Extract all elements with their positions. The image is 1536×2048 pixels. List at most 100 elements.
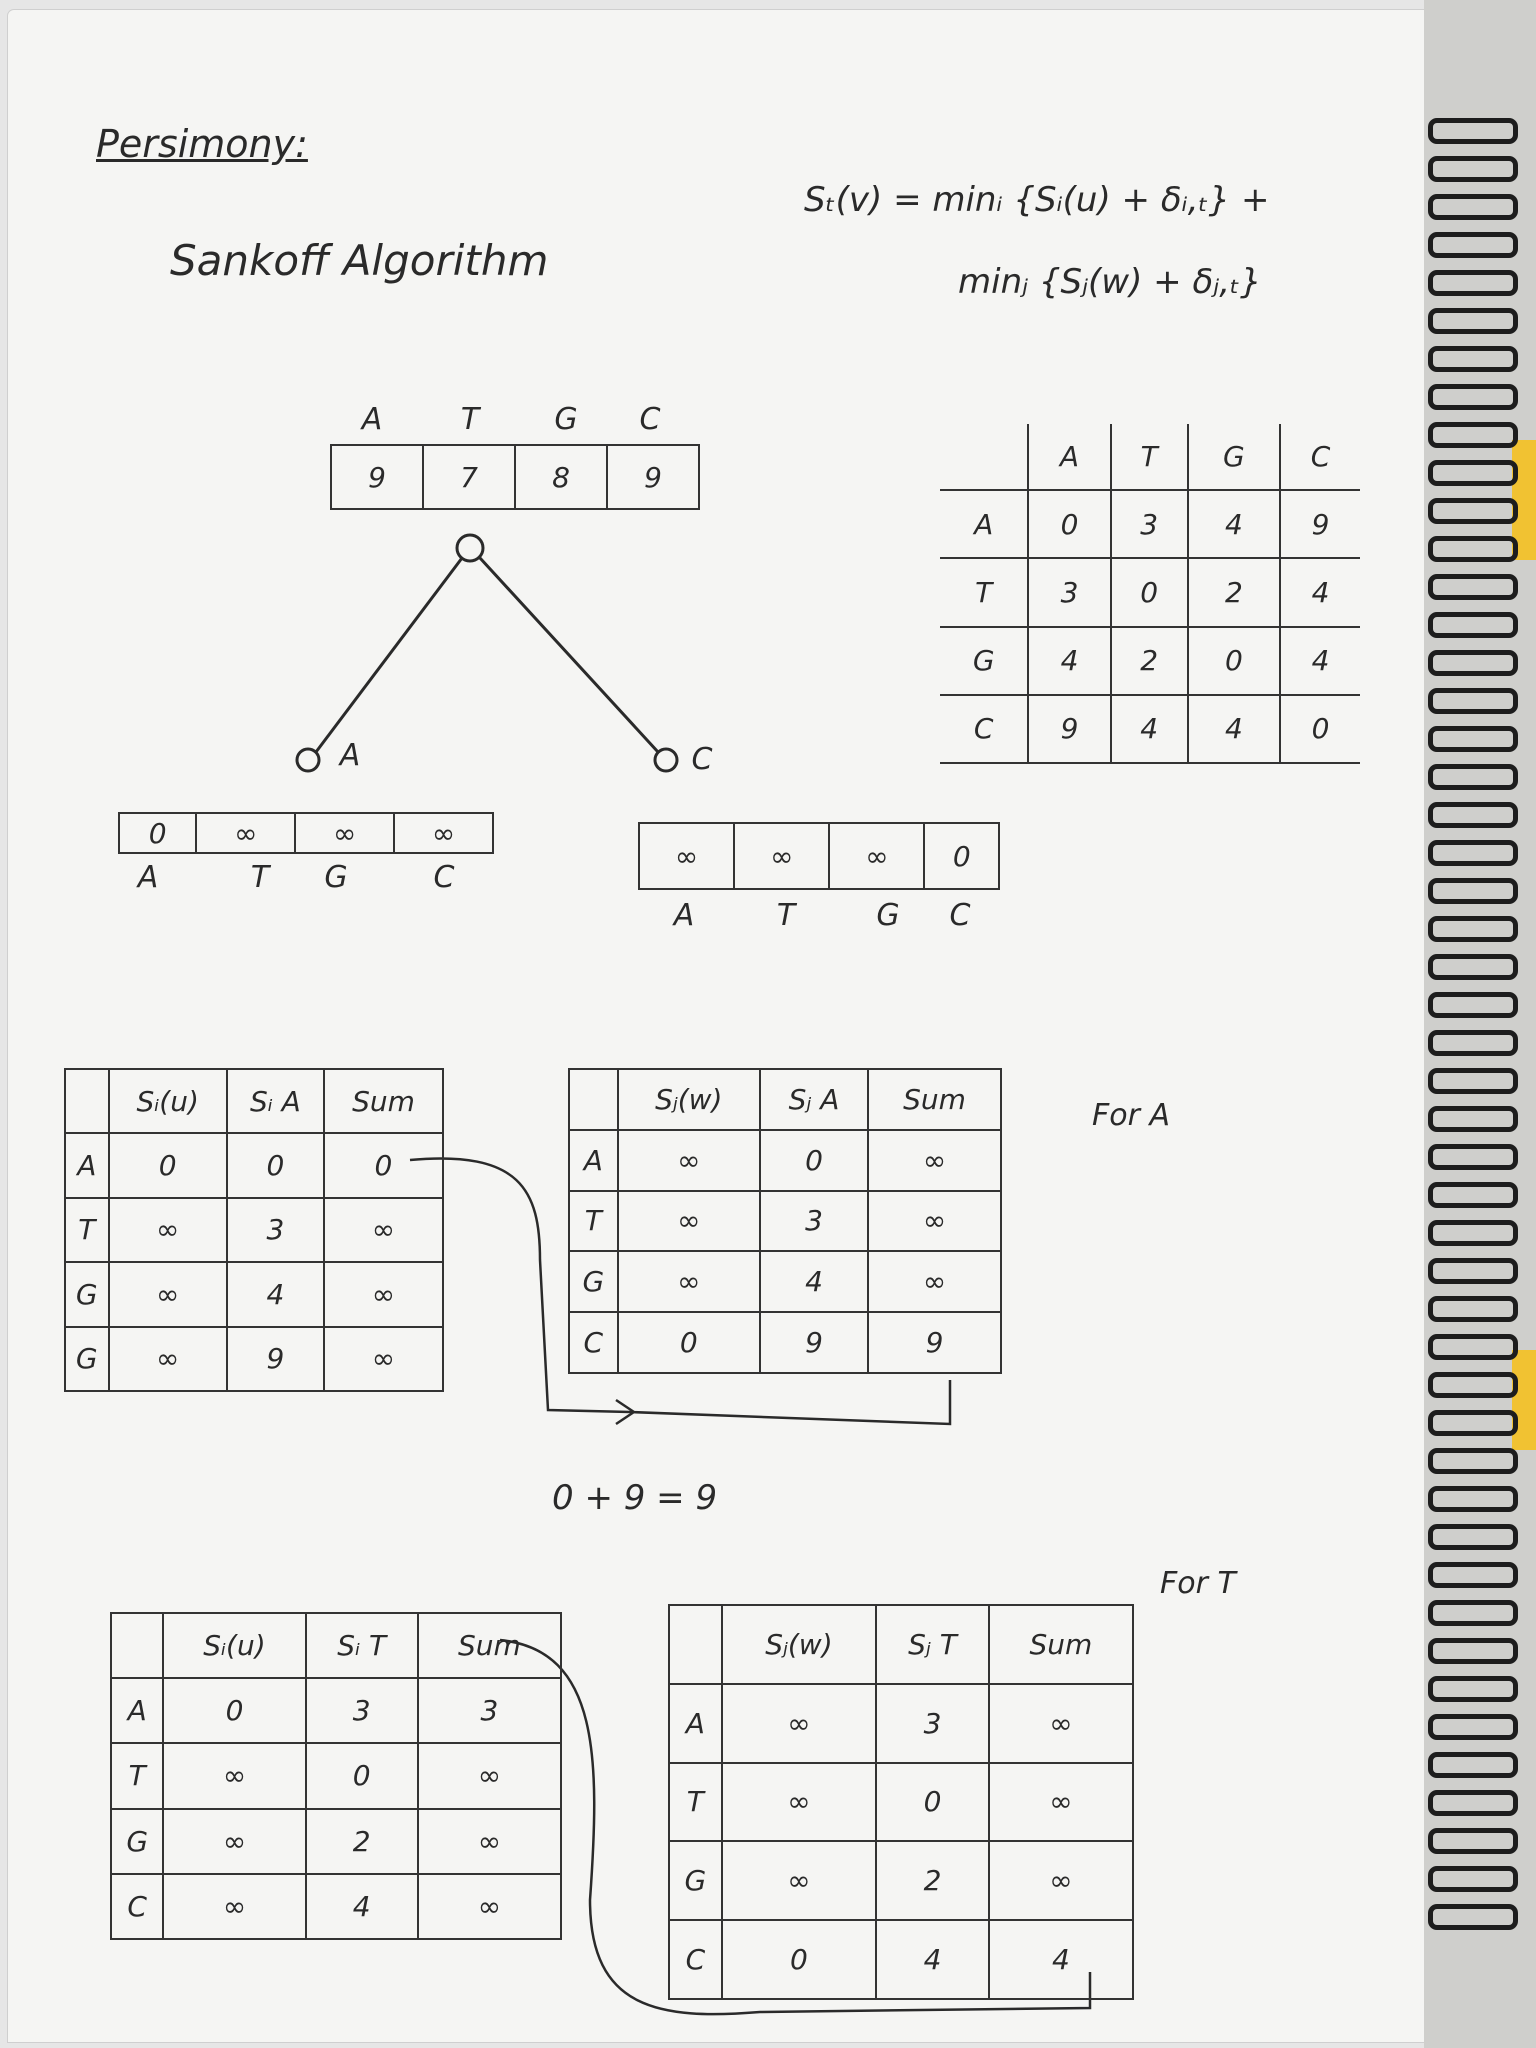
table-row: T ∞ 3 ∞ (568, 1189, 1002, 1253)
row-label: T (668, 1761, 723, 1843)
right-leaf-score: ∞ (637, 822, 736, 890)
binding-coil (1428, 688, 1518, 714)
root-score: 9 (330, 444, 424, 510)
table-cell: 0 (875, 1761, 990, 1843)
formula-line-2: minⱼ {Sⱼ(w) + δⱼ,ₜ} (958, 262, 1262, 302)
binding-coil (1428, 460, 1518, 486)
cost-cell: 4 (1186, 490, 1280, 560)
table-row: C 0 4 4 (668, 1919, 1135, 2000)
binding-coil (1428, 802, 1518, 828)
row-label: C (109, 1872, 165, 1941)
binding-coil (1428, 1638, 1518, 1664)
left-leaf-vector: 0 ∞ ∞ ∞ (117, 812, 494, 854)
row-label: T (109, 1742, 165, 1810)
table-cell: ∞ (416, 1807, 563, 1875)
cost-col-header: T (1109, 424, 1188, 492)
root-score: 7 (422, 444, 516, 510)
binding-coil (1428, 878, 1518, 904)
tree-edge-left (314, 557, 464, 753)
binding-coil (1428, 916, 1518, 942)
binding-coil (1428, 1296, 1518, 1322)
binding-coil (1428, 650, 1518, 676)
row-label: G (568, 1250, 619, 1314)
binding-coil (1428, 1220, 1518, 1246)
for-t-note: For T (1160, 1566, 1236, 1601)
binding-coil (1428, 1106, 1518, 1132)
table-header: Sum (322, 1067, 445, 1135)
cost-row-header: A (940, 490, 1029, 560)
binding-coil (1428, 232, 1518, 258)
table-cell: ∞ (162, 1742, 307, 1810)
spiral-binding (1424, 0, 1536, 2048)
binding-coil (1428, 346, 1518, 372)
cost-row-header: T (940, 558, 1029, 628)
table-row: A 0 3 3 (109, 1677, 563, 1745)
cost-cell: 2 (1109, 626, 1188, 696)
table-cell: 4 (758, 1250, 870, 1314)
table-cell: ∞ (322, 1196, 445, 1264)
binding-coil (1428, 1410, 1518, 1436)
root-label: C (639, 402, 661, 437)
binding-coil (1428, 726, 1518, 752)
table-cell: ∞ (107, 1261, 228, 1328)
cost-cell: 4 (1027, 626, 1111, 696)
table-cell: 4 (225, 1261, 325, 1328)
root-score-vector: 9 7 8 9 (330, 444, 700, 510)
table-header: Sᵢ(u) (162, 1611, 307, 1680)
binding-coil (1428, 1068, 1518, 1094)
binding-coil (1428, 270, 1518, 296)
binding-coil (1428, 1144, 1518, 1170)
table-cell: 2 (875, 1840, 990, 1922)
left-vector-label: A (137, 860, 159, 895)
cost-row-header: C (940, 694, 1029, 765)
table-header: Sⱼ A (758, 1068, 870, 1131)
binding-coil (1428, 1676, 1518, 1702)
binding-coil (1428, 1714, 1518, 1740)
cost-col-header: G (1186, 424, 1280, 492)
yellow-tab (1512, 1350, 1536, 1450)
cost-cell: 9 (1027, 694, 1111, 765)
cost-col-header: C (1278, 424, 1360, 492)
table-cell: 0 (720, 1919, 878, 2000)
binding-coil (1428, 1486, 1518, 1512)
row-label: A (668, 1682, 723, 1764)
cost-cell: 0 (1027, 490, 1111, 560)
right-leaf-score: ∞ (733, 822, 831, 890)
table-header (668, 1604, 723, 1685)
cost-col-header: A (1027, 424, 1111, 492)
table-cell: ∞ (987, 1761, 1135, 1843)
table-header: Sᵢ A (225, 1067, 325, 1135)
binding-coil (1428, 954, 1518, 980)
binding-coil (1428, 156, 1518, 182)
cost-cell: 9 (1278, 490, 1360, 560)
binding-coil (1428, 1752, 1518, 1778)
binding-coil (1428, 1372, 1518, 1398)
binding-coil (1428, 1258, 1518, 1284)
left-leaf-label: A (339, 738, 361, 773)
table-cell: ∞ (616, 1189, 761, 1253)
row-label: G (668, 1840, 723, 1922)
table-header: Sⱼ T (875, 1604, 990, 1685)
row-label: C (668, 1919, 723, 2000)
table-row: C ∞ 4 ∞ (109, 1872, 563, 1941)
table-cell: 0 (107, 1132, 228, 1199)
table-row: A ∞ 0 ∞ (568, 1128, 1002, 1192)
table-row: T ∞ 3 ∞ (64, 1196, 445, 1264)
right-vector-label: A (673, 898, 695, 933)
row-label: C (568, 1311, 619, 1374)
formula-line-1: Sₜ(v) = minᵢ {Sᵢ(u) + δᵢ,ₜ} + (804, 180, 1270, 220)
root-label: T (460, 402, 480, 437)
for-t-left-table: Sᵢ(u) Sᵢ T Sum A 0 3 3 T ∞ 0 ∞ G ∞ 2 ∞ C… (109, 1611, 563, 1941)
row-label: G (64, 1325, 110, 1393)
table-cell: ∞ (867, 1128, 1002, 1192)
left-vector-label: C (433, 860, 455, 895)
table-cell: ∞ (867, 1250, 1002, 1314)
table-cell: ∞ (416, 1742, 563, 1810)
binding-coil (1428, 384, 1518, 410)
binding-coil (1428, 840, 1518, 866)
cost-cell: 4 (1278, 626, 1360, 696)
binding-coil (1428, 422, 1518, 448)
cost-cell: 4 (1186, 694, 1280, 765)
table-cell: 4 (875, 1919, 990, 2000)
table-cell: ∞ (616, 1250, 761, 1314)
